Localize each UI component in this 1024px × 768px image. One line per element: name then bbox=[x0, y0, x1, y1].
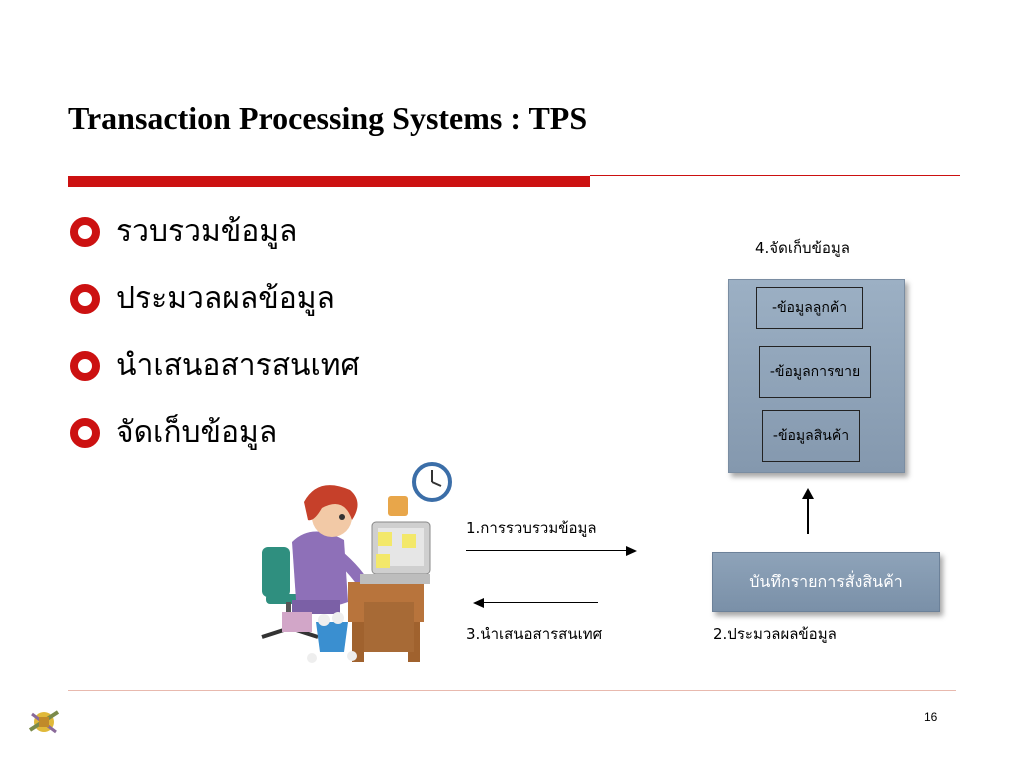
ring-bullet-icon bbox=[70, 417, 100, 448]
bullet-text: ประมวลผลข้อมูล bbox=[116, 281, 335, 316]
db-item-sales: -ข้อมูลการขาย bbox=[759, 346, 871, 398]
bullet-item: นำเสนอสารสนเทศ bbox=[70, 332, 360, 399]
db-item-customer: -ข้อมูลลูกค้า bbox=[756, 287, 863, 329]
arrow-right-line bbox=[466, 550, 628, 551]
bullet-item: จัดเก็บข้อมูล bbox=[70, 399, 360, 466]
ring-bullet-icon bbox=[70, 283, 100, 314]
arrow-left-icon bbox=[473, 598, 484, 608]
arrow-right-icon bbox=[626, 546, 637, 556]
office-worker-illustration bbox=[261, 462, 452, 663]
bullet-item: รวบรวมข้อมูล bbox=[70, 198, 360, 265]
bullet-text: นำเสนอสารสนเทศ bbox=[116, 348, 360, 383]
bullet-item: ประมวลผลข้อมูล bbox=[70, 265, 360, 332]
footer-divider bbox=[68, 690, 956, 691]
database-box: -ข้อมูลลูกค้า -ข้อมูลการขาย -ข้อมูลสินค้… bbox=[728, 279, 905, 473]
title-underline-thin bbox=[590, 175, 960, 176]
present-info-label: 3.นำเสนอสารสนเทศ bbox=[466, 625, 603, 643]
collect-data-label: 1.การรวบรวมข้อมูล bbox=[466, 519, 597, 537]
bullet-text: จัดเก็บข้อมูล bbox=[116, 415, 278, 450]
arrow-left-line bbox=[484, 602, 598, 603]
chip-logo-icon bbox=[28, 710, 60, 734]
arrow-up-icon bbox=[802, 488, 814, 499]
bullet-text: รวบรวมข้อมูล bbox=[116, 214, 298, 249]
order-record-box: บันทึกรายการสั่งสินค้า bbox=[712, 552, 940, 612]
store-data-label: 4.จัดเก็บข้อมูล bbox=[755, 239, 850, 257]
arrow-up-line bbox=[807, 498, 809, 534]
bullet-list: รวบรวมข้อมูล ประมวลผลข้อมูล นำเสนอสารสนเ… bbox=[70, 198, 360, 466]
page-number: 16 bbox=[924, 710, 938, 724]
db-item-product: -ข้อมูลสินค้า bbox=[762, 410, 860, 462]
title-underline-thick bbox=[68, 176, 590, 187]
ring-bullet-icon bbox=[70, 350, 100, 381]
process-data-label: 2.ประมวลผลข้อมูล bbox=[713, 625, 837, 643]
slide-title: Transaction Processing Systems : TPS bbox=[68, 100, 588, 136]
ring-bullet-icon bbox=[70, 216, 100, 247]
